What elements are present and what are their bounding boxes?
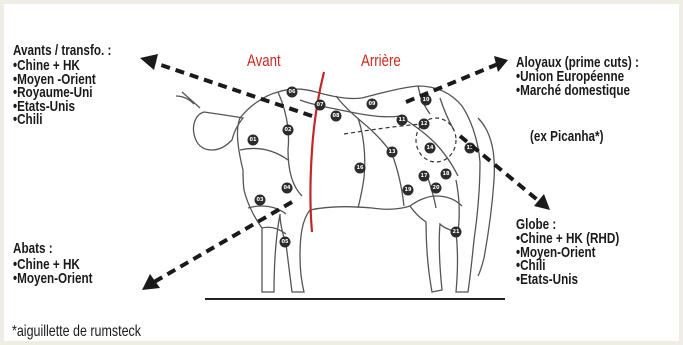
cut-number-label: 19 xyxy=(405,187,412,193)
loin-dashed-line xyxy=(344,124,422,134)
cut-number-label: 08 xyxy=(333,113,340,119)
arrow-avants-head xyxy=(140,54,158,70)
cut-number-label: 01 xyxy=(250,137,257,143)
cut-number-label: 16 xyxy=(357,165,364,171)
cut-number-label: 13 xyxy=(389,149,396,155)
list-item: Marché domestique xyxy=(516,84,630,98)
arrow-abats-line xyxy=(154,202,292,282)
cut-number-label: 03 xyxy=(257,197,264,203)
label-arriere: Arrière xyxy=(361,54,401,68)
cut-number-badge: 02 xyxy=(283,125,294,136)
cut-number-label: 04 xyxy=(284,185,291,191)
aloyaux-note: (ex Picanha*) xyxy=(530,130,603,144)
arrow-globe-line xyxy=(460,136,540,202)
arrow-heads xyxy=(140,54,550,290)
cut-number-badge: 07 xyxy=(315,100,326,111)
cut-number-label: 21 xyxy=(453,229,460,235)
cut-number-badge: 17 xyxy=(419,171,430,182)
cut-number-label: 14 xyxy=(427,145,434,151)
cut-number-badge: 08 xyxy=(331,111,342,122)
cut-number-label: 07 xyxy=(317,102,324,108)
label-avant: Avant xyxy=(247,54,281,68)
avants-list: Chine + HK Moyen -Orient Royaume-Uni Eta… xyxy=(13,59,96,127)
cut-number-label: 05 xyxy=(282,239,289,245)
cut-number-label: 10 xyxy=(423,97,430,103)
dashed-arrows xyxy=(152,62,540,282)
list-item: Moyen-Orient xyxy=(13,272,93,286)
cut-number-label: 02 xyxy=(285,127,292,133)
avants-title: Avants / transfo. : xyxy=(13,44,111,58)
footnote: *aiguillette de rumsteck xyxy=(12,325,141,339)
cut-number-badge: 12 xyxy=(419,119,430,130)
cut-number-badge: 06 xyxy=(287,87,298,98)
cut-number-badge: 16 xyxy=(355,163,366,174)
cut-number-badge: 01 xyxy=(248,135,259,146)
cut-number-badge: 13 xyxy=(387,147,398,158)
abats-title: Abats : xyxy=(13,242,53,256)
cut-number-badge: 21 xyxy=(451,227,462,238)
globe-list: Chine + HK (RHD) Moyen-Orient Chili Etat… xyxy=(516,232,619,286)
arrow-aloyaux-head xyxy=(494,56,508,72)
abats-list: Chine + HK Moyen-Orient xyxy=(13,258,93,285)
list-item: Chili xyxy=(13,113,96,127)
cut-number-label: 20 xyxy=(433,185,440,191)
aloyaux-list: Union Européenne Marché domestique xyxy=(516,70,630,97)
cut-number-badge: 09 xyxy=(367,99,378,110)
cut-number-label: 09 xyxy=(369,101,376,107)
cut-number-label: 12 xyxy=(421,121,428,127)
cut-number-badge: 04 xyxy=(282,183,293,194)
cut-number-badge: 19 xyxy=(403,185,414,196)
cut-number-badge: 20 xyxy=(431,183,442,194)
cut-number-label: 17 xyxy=(421,173,428,179)
cut-number-badge: 11 xyxy=(397,115,408,126)
list-item: Etats-Unis xyxy=(516,273,619,287)
cut-number-label: 11 xyxy=(399,117,406,123)
cut-number-badge: 18 xyxy=(441,169,452,180)
cut-number-badge: 14 xyxy=(425,143,436,154)
cut-number-badge: 03 xyxy=(255,195,266,206)
cut-number-label: 06 xyxy=(289,89,296,95)
arrow-globe-head xyxy=(534,194,550,210)
cut-number-label: 18 xyxy=(443,171,450,177)
cut-number-badge: 05 xyxy=(280,237,291,248)
